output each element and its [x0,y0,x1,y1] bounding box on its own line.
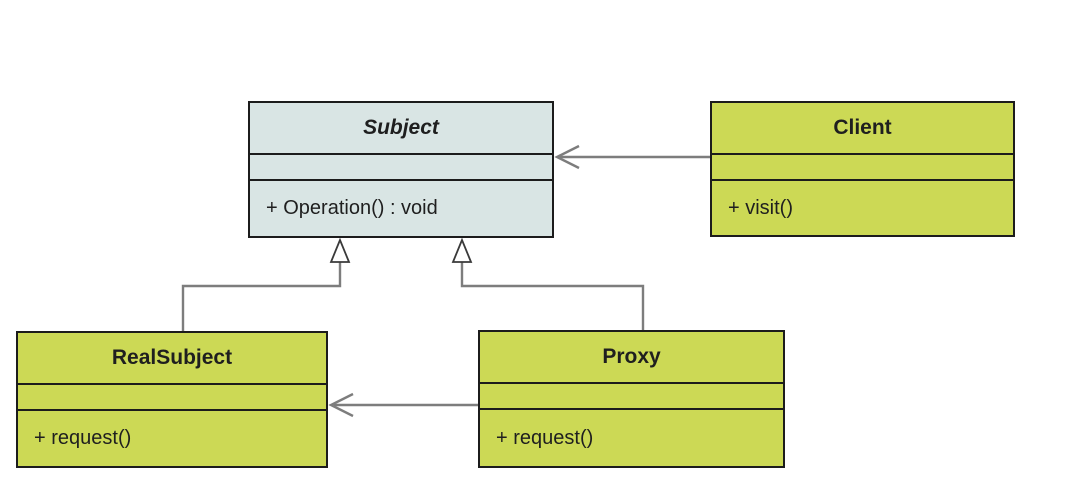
class-client: Client + visit() [710,101,1015,237]
class-client-attributes-empty [712,155,1013,181]
generalization-realsubject-to-subject [181,237,351,331]
class-subject-title: Subject [250,103,552,155]
class-proxy-attributes-empty [480,384,783,410]
class-client-method: + visit() [728,196,793,219]
association-proxy-to-realsubject [328,392,478,418]
class-subject: Subject + Operation() : void [248,101,554,238]
generalization-proxy-to-subject [451,237,645,330]
class-client-title: Client [712,103,1013,155]
hollow-triangle-arrowhead-icon [329,237,351,263]
class-subject-attributes-empty [250,155,552,181]
open-arrowhead-icon [328,392,354,418]
class-realsubject-title: RealSubject [18,333,326,385]
class-realsubject-attributes-empty [18,385,326,411]
open-arrowhead-icon [554,144,580,170]
class-proxy-method: + request() [496,426,594,449]
class-realsubject-method: + request() [34,427,132,449]
class-proxy: Proxy + request() [478,330,785,468]
class-realsubject: RealSubject + request() [16,331,328,468]
class-proxy-title: Proxy [480,332,783,384]
hollow-triangle-arrowhead-icon [451,237,473,263]
class-subject-method: + Operation() : void [266,197,438,219]
association-client-to-subject [554,144,710,170]
